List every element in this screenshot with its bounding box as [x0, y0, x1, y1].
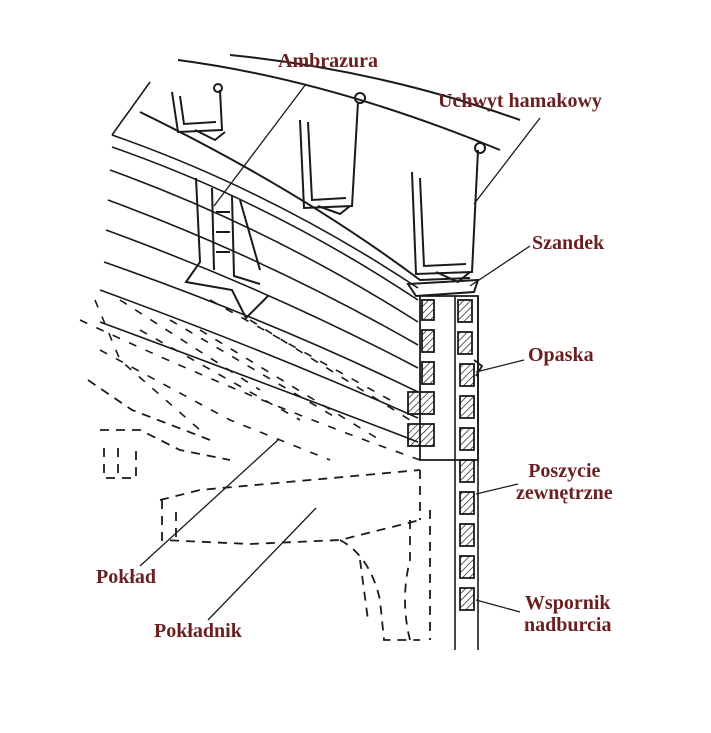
label-opaska: Opaska	[528, 344, 594, 366]
deck-beams-hidden	[87, 379, 431, 641]
label-poszycie-zewnetrzne: Poszycie zewnętrzne	[516, 460, 613, 504]
label-szandek: Szandek	[532, 232, 605, 254]
hammock-hooks	[171, 83, 486, 284]
label-poszycie-line1: Poszycie	[528, 460, 601, 482]
label-poklad: Pokład	[96, 566, 157, 588]
gunport	[184, 177, 269, 320]
hull-section	[407, 295, 484, 650]
deck-planking	[79, 299, 421, 461]
bulwark-planking	[99, 81, 419, 443]
label-pokladnik: Pokładnik	[154, 620, 242, 642]
label-wspornik-nadburcia: Wspornik nadburcia	[524, 592, 611, 636]
label-poszycie-line2: zewnętrzne	[516, 482, 613, 504]
label-uchwyt-hamakowy: Uchwyt hamakowy	[438, 90, 602, 112]
label-wspornik-line1: Wspornik	[524, 592, 611, 614]
label-ambrazura: Ambrazura	[278, 50, 378, 72]
leader-lines	[139, 83, 541, 621]
rail-szandek	[139, 54, 521, 298]
label-wspornik-line2: nadburcia	[524, 614, 612, 636]
